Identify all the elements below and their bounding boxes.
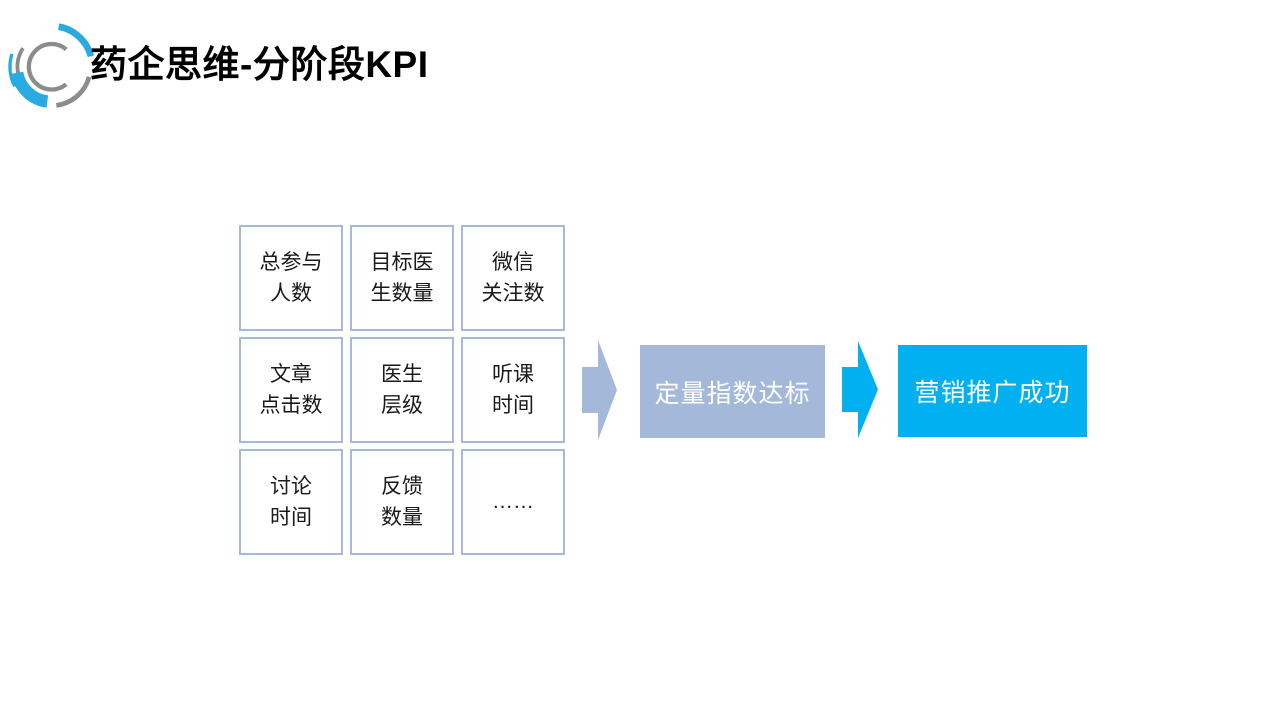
stage-marketing-success: 营销推广成功 [898, 345, 1087, 437]
right-arrow-icon [842, 341, 878, 438]
kpi-cell-doctor-level: 医生 层级 [350, 337, 454, 443]
kpi-grid: 总参与 人数 目标医 生数量 微信 关注数 文章 点击数 医生 层级 听课 时间… [239, 225, 565, 555]
right-arrow-icon [582, 340, 617, 440]
slide-title: 药企思维-分阶段KPI [90, 44, 429, 85]
kpi-cell-ellipsis: …… [461, 449, 565, 555]
swirl-logo-icon [8, 23, 95, 108]
stage-quantitative-index: 定量指数达标 [640, 345, 825, 438]
stage-marketing-success-label: 营销推广成功 [914, 379, 1071, 407]
stage-quantitative-index-label: 定量指数达标 [654, 379, 811, 408]
kpi-cell-total-participants: 总参与 人数 [239, 225, 343, 331]
kpi-cell-target-doctors: 目标医 生数量 [350, 225, 454, 331]
kpi-cell-wechat-followers: 微信 关注数 [461, 225, 565, 331]
kpi-cell-feedback-count: 反馈 数量 [350, 449, 454, 555]
kpi-cell-discussion-time: 讨论 时间 [239, 449, 343, 555]
kpi-cell-lecture-time: 听课 时间 [461, 337, 565, 443]
kpi-cell-article-clicks: 文章 点击数 [239, 337, 343, 443]
